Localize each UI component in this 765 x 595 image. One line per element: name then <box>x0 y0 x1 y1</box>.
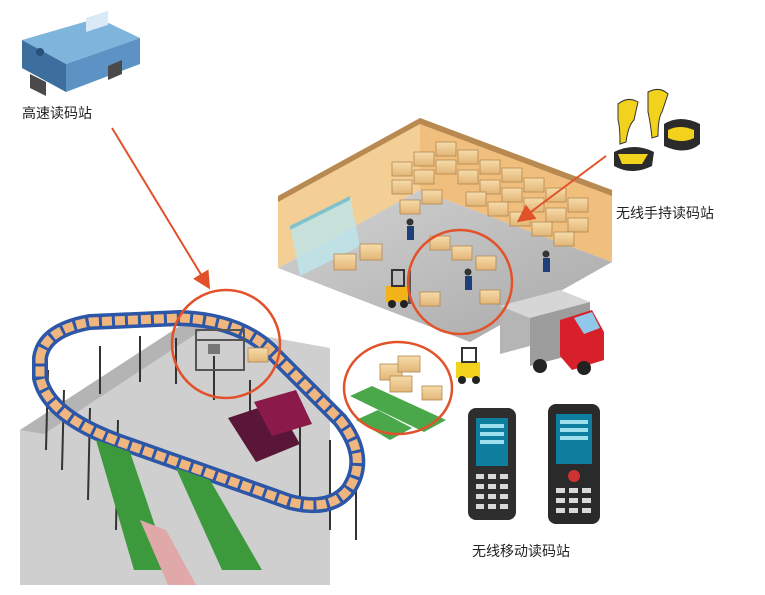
wireless-mobile-station-label: 无线移动读码站 <box>472 543 570 560</box>
delivery-truck-icon <box>500 290 604 375</box>
high-speed-station-label: 高速读码站 <box>22 105 92 122</box>
callout-arrow <box>111 127 211 290</box>
forklift-icon <box>386 269 411 308</box>
forklift-icon <box>456 347 480 384</box>
mobile-computer-icon <box>468 408 516 520</box>
scan-tunnel-icon <box>195 329 269 371</box>
callout-arrow <box>516 155 607 223</box>
outbound-conveyor <box>350 355 446 440</box>
handheld-barcode-scanner-icon <box>614 88 700 171</box>
fixed-barcode-scanner-icon <box>22 10 140 96</box>
callout-circle <box>406 228 514 336</box>
worker <box>406 218 414 240</box>
mobile-computer-icon <box>548 404 600 524</box>
callout-circle <box>342 340 454 436</box>
callout-circle <box>170 288 282 400</box>
sorting-conveyor-icon <box>32 310 366 585</box>
wireless-handheld-station-label: 无线手持读码站 <box>616 205 714 222</box>
worker <box>542 250 550 272</box>
warehouse-icon <box>278 118 612 342</box>
worker <box>464 268 472 290</box>
shelf-boxes <box>333 141 589 307</box>
